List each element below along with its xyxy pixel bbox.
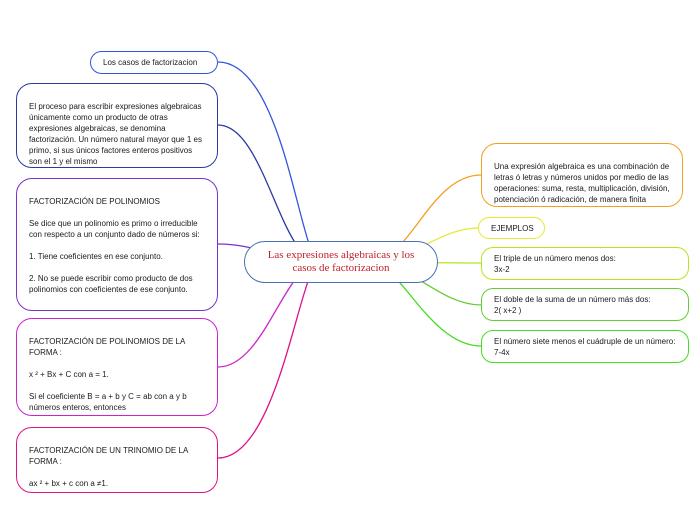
node-los-casos-text: Los casos de factorizacion	[103, 58, 198, 67]
node-trinomio-text: FACTORIZACIÓN DE UN TRINOMIO DE LA FORMA…	[29, 446, 188, 488]
node-doble-suma[interactable]: El doble de la suma de un número más dos…	[481, 288, 689, 321]
node-forma-x2-bx-c[interactable]: FACTORIZACIÓN DE POLINOMIOS DE LA FORMA …	[16, 318, 218, 416]
node-triple-text: El triple de un número menos dos: 3x-2	[494, 253, 616, 274]
connector-los-casos	[217, 61, 321, 263]
node-trinomio-forma[interactable]: FACTORIZACIÓN DE UN TRINOMIO DE LA FORMA…	[16, 427, 218, 493]
node-forma-x2-text: FACTORIZACIÓN DE POLINOMIOS DE LA FORMA …	[29, 337, 187, 412]
node-los-casos[interactable]: Los casos de factorizacion	[90, 51, 218, 74]
node-expresion-algebraica[interactable]: Una expresión algebraica es una combinac…	[481, 143, 683, 207]
node-factorizacion-polinomios[interactable]: FACTORIZACIÓN DE POLINOMIOS Se dice que …	[16, 178, 218, 311]
central-topic-text: Las expresiones algebraicas y los casos …	[267, 249, 415, 274]
node-polinomios-text: FACTORIZACIÓN DE POLINOMIOS Se dice que …	[29, 197, 200, 294]
node-ejemplos-text: EJEMPLOS	[491, 223, 534, 233]
connector-trinomio	[217, 261, 321, 459]
node-siete-text: El número siete menos el cuádruple de un…	[494, 336, 676, 357]
node-expresion-text: Una expresión algebraica es una combinac…	[494, 162, 670, 204]
node-triple-numero[interactable]: El triple de un número menos dos: 3x-2	[481, 247, 689, 280]
node-doble-text: El doble de la suma de un número más dos…	[494, 294, 651, 315]
node-ejemplos[interactable]: EJEMPLOS	[478, 217, 545, 239]
central-topic[interactable]: Las expresiones algebraicas y los casos …	[244, 241, 438, 283]
node-proceso-text: El proceso para escribir expresiones alg…	[29, 102, 202, 166]
node-siete-menos[interactable]: El número siete menos el cuádruple de un…	[481, 330, 689, 363]
node-proceso-factorizacion[interactable]: El proceso para escribir expresiones alg…	[16, 83, 218, 168]
